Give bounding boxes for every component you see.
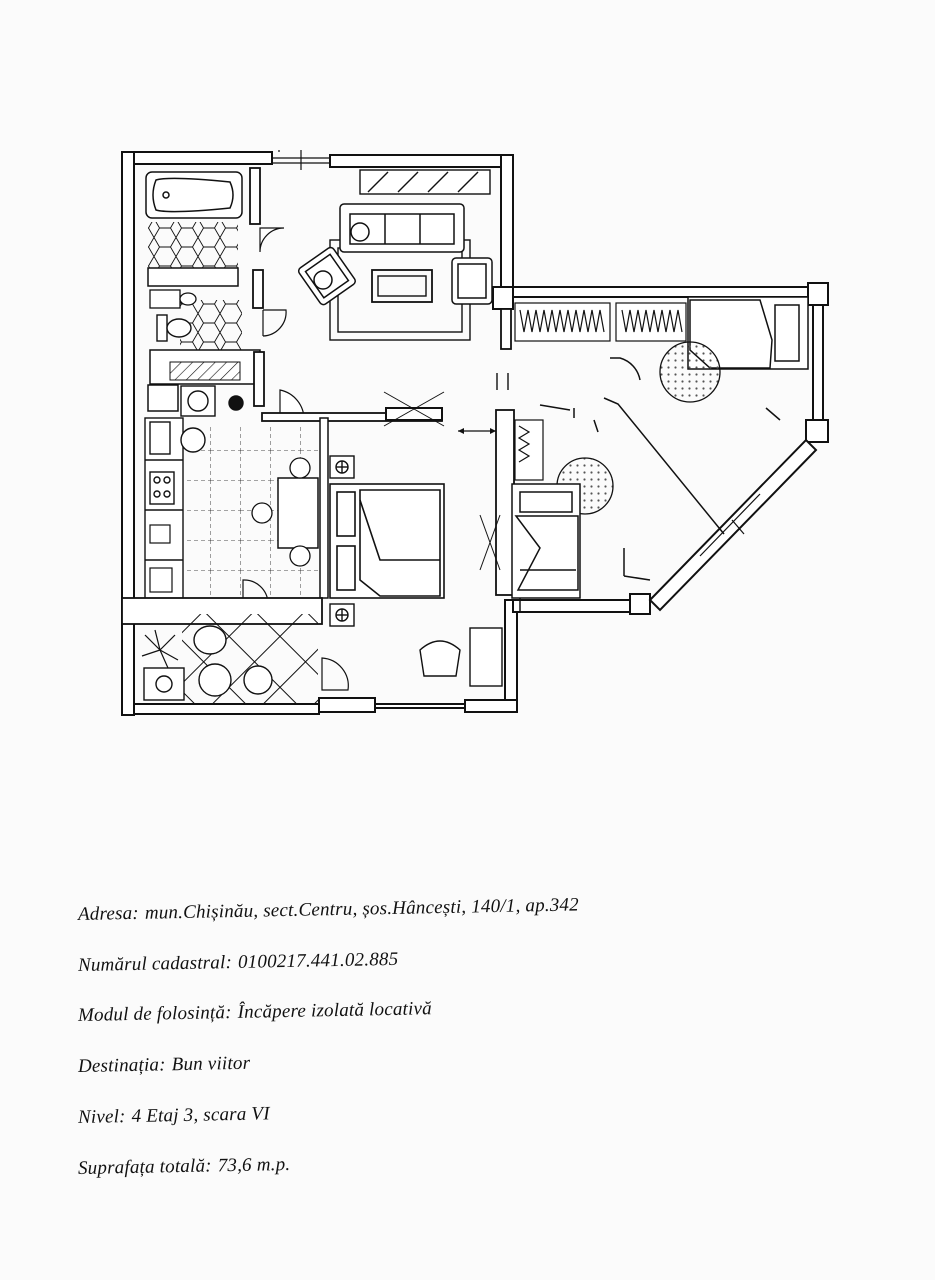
address-value: mun.Chișinău, sect.Centru, șos.Hâncești,… bbox=[144, 894, 580, 924]
outer-walls bbox=[121, 151, 518, 716]
corridor-walls bbox=[519, 357, 781, 612]
window-bottom bbox=[318, 697, 465, 713]
address-line: Adresa:mun.Chișinău, sect.Centru, șos.Hâ… bbox=[78, 894, 579, 926]
level-line: Nivel:4 Etaj 3, scara VI bbox=[78, 1103, 270, 1129]
nightstand bbox=[329, 455, 355, 627]
bed-icon bbox=[329, 483, 445, 599]
level-value: 4 Etaj 3, scara VI bbox=[131, 1103, 270, 1127]
total-area-value: 73,6 m.p. bbox=[217, 1153, 291, 1177]
level-label: Nivel: bbox=[77, 1106, 126, 1128]
chair-icon bbox=[251, 457, 311, 567]
main-bedroom bbox=[319, 417, 503, 691]
wardrobe-icon bbox=[514, 302, 687, 481]
desk bbox=[419, 627, 503, 687]
armchair-icon bbox=[297, 222, 493, 306]
address-label: Adresa: bbox=[77, 902, 140, 925]
stove-icon bbox=[149, 471, 175, 505]
toilet-icon bbox=[156, 314, 192, 342]
cadastral-label: Numărul cadastral: bbox=[77, 952, 233, 976]
usage-mode-value: Încăpere izolată locativă bbox=[237, 998, 433, 1023]
destination-line: Destinația:Bun viitor bbox=[78, 1053, 251, 1078]
dining-table-icon bbox=[277, 477, 319, 549]
destination-label: Destinația: bbox=[77, 1054, 166, 1077]
sink-icon bbox=[143, 667, 185, 701]
total-area-label: Suprafața totală: bbox=[77, 1155, 212, 1179]
toilet-icon bbox=[193, 625, 273, 697]
bathtub-icon bbox=[145, 171, 243, 219]
cadastral-value: 0100217.441.02.885 bbox=[237, 948, 399, 973]
east-wing-walls bbox=[512, 282, 829, 615]
total-area-line: Suprafața totală:73,6 m.p. bbox=[78, 1154, 291, 1180]
living-room bbox=[297, 169, 493, 341]
floor-plan-svg bbox=[121, 150, 829, 716]
wardrobe-icon bbox=[359, 169, 491, 195]
floor-plan-drawing bbox=[121, 150, 829, 716]
cadastral-line: Numărul cadastral:0100217.441.02.885 bbox=[78, 949, 399, 977]
bathroom bbox=[145, 167, 287, 417]
kitchen-dining bbox=[144, 389, 320, 604]
washing-machine-icon bbox=[180, 385, 244, 417]
plant-icon bbox=[141, 629, 179, 669]
second-wc bbox=[121, 597, 323, 704]
usage-mode-label: Modul de folosință: bbox=[77, 1002, 232, 1026]
usage-mode-line: Modul de folosință:Încăpere izolată loca… bbox=[78, 998, 432, 1027]
destination-value: Bun viitor bbox=[171, 1052, 251, 1076]
window-top bbox=[272, 150, 330, 170]
bed-icon bbox=[511, 483, 581, 599]
rug-icon bbox=[329, 239, 471, 341]
sink-icon bbox=[149, 289, 197, 309]
